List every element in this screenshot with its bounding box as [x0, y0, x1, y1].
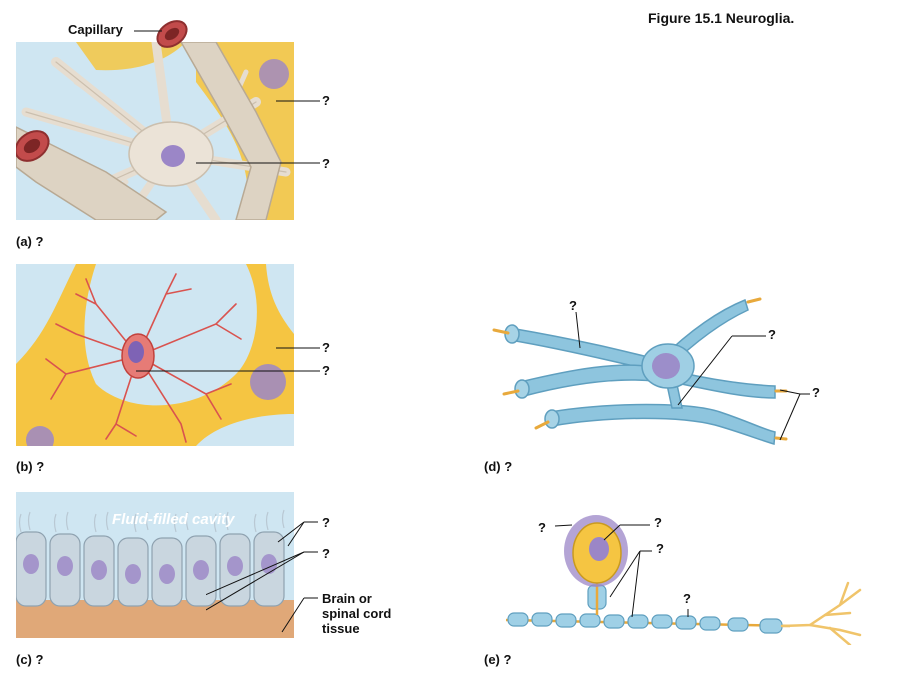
panel-d-label: (d) ? [484, 459, 513, 474]
capillary-leader-line [134, 30, 162, 32]
capillary-opening-illustration [156, 20, 188, 48]
panel-e-question-1: ? [538, 520, 546, 535]
figure-title: Figure 15.1 Neuroglia. [648, 10, 795, 26]
panel-a-illustration [16, 42, 294, 220]
panel-b-label: (b) ? [16, 459, 45, 474]
panel-d-question-3: ? [812, 385, 820, 400]
tissue-label-line2: spinal cord [322, 606, 392, 621]
panel-a-leader-1 [276, 100, 320, 102]
panel-a-leader-2 [196, 162, 320, 164]
panel-a-question-2: ? [322, 156, 330, 171]
panel-b-question-2: ? [322, 363, 330, 378]
panel-d-question-2: ? [768, 327, 776, 342]
tissue-label-line1: Brain or [322, 591, 372, 606]
panel-b-illustration [16, 264, 294, 446]
panel-e-question-2: ? [654, 515, 662, 530]
panel-c-label: (c) ? [16, 652, 44, 667]
fluid-cavity-label: Fluid-filled cavity [112, 511, 235, 528]
panel-c-leaders [206, 521, 318, 633]
panel-e-illustration [505, 515, 862, 645]
panel-e-label: (e) ? [484, 652, 512, 667]
tissue-label-line3: tissue [322, 621, 360, 636]
panel-c-illustration: Fluid-filled cavity [16, 492, 294, 638]
panel-c-question-2: ? [322, 546, 330, 561]
panel-c-question-1: ? [322, 515, 330, 530]
panel-d-illustration [492, 297, 810, 445]
panel-e-question-3: ? [656, 541, 664, 556]
panel-b-leader-2 [136, 370, 320, 372]
capillary-label: Capillary [68, 22, 123, 37]
panel-b-leader-1 [276, 347, 320, 349]
panel-d-question-1: ? [569, 298, 577, 313]
panel-a-question-1: ? [322, 93, 330, 108]
panel-b-question-1: ? [322, 340, 330, 355]
panel-a-label: (a) ? [16, 234, 44, 249]
panel-e-question-4: ? [683, 591, 691, 606]
